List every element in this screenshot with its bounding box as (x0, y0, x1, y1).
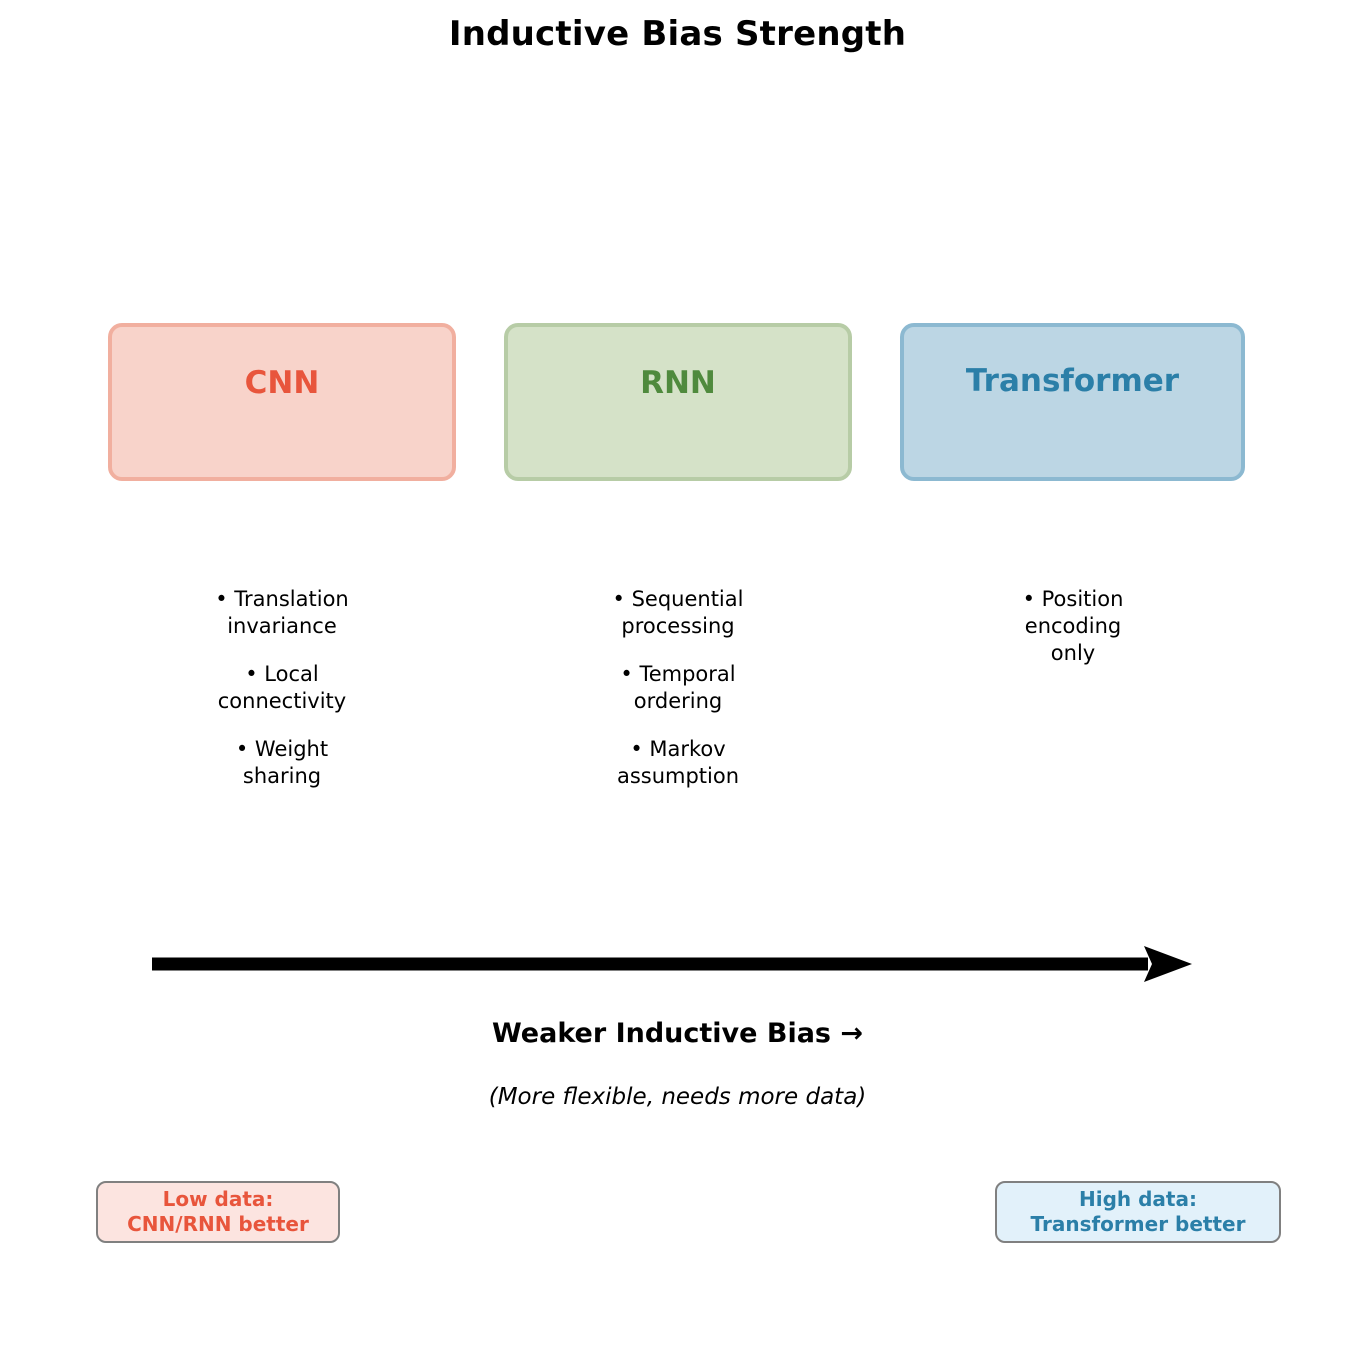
architecture-label-cnn: CNN (244, 365, 320, 401)
badge-high-data[interactable]: High data: Transformer better (995, 1181, 1281, 1243)
badge-low-data-line2: CNN/RNN better (127, 1212, 309, 1236)
bias-item: • Local connectivity (217, 662, 347, 713)
bias-list-cnn: • Translation invariance • Local connect… (182, 586, 382, 790)
page-title: Inductive Bias Strength (448, 14, 907, 54)
architecture-box-cnn[interactable]: CNN (108, 323, 456, 481)
bias-item: • Translation invariance (215, 587, 349, 638)
bias-list-rnn: • Sequential processing • Temporal order… (578, 586, 778, 790)
badge-high-data-line2: Transformer better (1030, 1212, 1246, 1236)
bias-item: • Weight sharing (235, 737, 329, 788)
bias-item: • Sequential processing (612, 587, 744, 638)
spectrum-subcaption: (More flexible, needs more data) (488, 1084, 867, 1110)
architecture-label-transformer: Transformer (965, 363, 1180, 399)
bias-list-transformer: • Position encoding only (973, 586, 1173, 667)
bias-item: • Position encoding only (1022, 587, 1124, 665)
badge-low-data[interactable]: Low data: CNN/RNN better (96, 1181, 340, 1243)
badge-high-data-line1: High data: (1079, 1187, 1197, 1211)
architecture-label-rnn: RNN (640, 365, 716, 401)
spectrum-arrow-icon (152, 946, 1192, 982)
bias-item: • Temporal ordering (620, 662, 736, 713)
architecture-box-rnn[interactable]: RNN (504, 323, 852, 481)
architecture-box-transformer[interactable]: Transformer (900, 323, 1245, 481)
bias-item: • Markov assumption (616, 737, 740, 788)
spectrum-caption: Weaker Inductive Bias → (491, 1018, 864, 1049)
badge-low-data-line1: Low data: (162, 1187, 274, 1211)
